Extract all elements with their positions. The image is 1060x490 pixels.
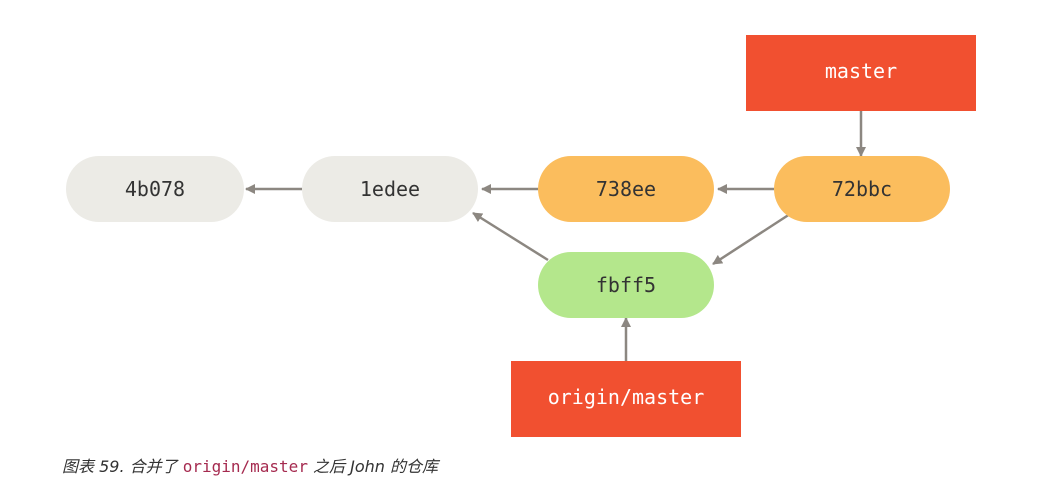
ref-origin-master: origin/master — [511, 361, 741, 437]
ref-box — [511, 361, 741, 437]
commit-node — [538, 156, 714, 222]
commit-node — [774, 156, 950, 222]
caption-code: origin/master — [182, 457, 308, 476]
commit-label: fbff5 — [596, 273, 656, 297]
figure-caption: 图表 59. 合并了 origin/master 之后 John 的仓库 — [62, 453, 438, 477]
arrow-fbff5-to-1edee — [472, 211, 549, 262]
commit-node — [66, 156, 244, 222]
caption-prefix: 图表 59. 合并了 — [62, 457, 183, 476]
ref-master: master — [746, 35, 976, 111]
arrows — [245, 111, 866, 361]
commit-label: 1edee — [360, 177, 420, 201]
commit-4b078: 4b078 — [66, 156, 244, 222]
ref-label: origin/master — [548, 385, 705, 409]
ref-label: master — [825, 59, 897, 83]
arrow-72bbc-to-fbff5 — [712, 212, 791, 266]
commit-label: 72bbc — [832, 177, 892, 201]
commit-label: 4b078 — [125, 177, 185, 201]
caption-suffix: 之后 John 的仓库 — [307, 457, 439, 476]
commit-node — [538, 252, 714, 318]
commit-label: 738ee — [596, 177, 656, 201]
commit-738ee: 738ee — [538, 156, 714, 222]
ref-box — [746, 35, 976, 111]
git-history-diagram: 4b078 1edee 738ee 72bbc fbff5 master ori… — [66, 35, 976, 437]
commit-72bbc: 72bbc — [774, 156, 950, 222]
commit-1edee: 1edee — [302, 156, 478, 222]
commit-fbff5: fbff5 — [538, 252, 714, 318]
commit-node — [302, 156, 478, 222]
